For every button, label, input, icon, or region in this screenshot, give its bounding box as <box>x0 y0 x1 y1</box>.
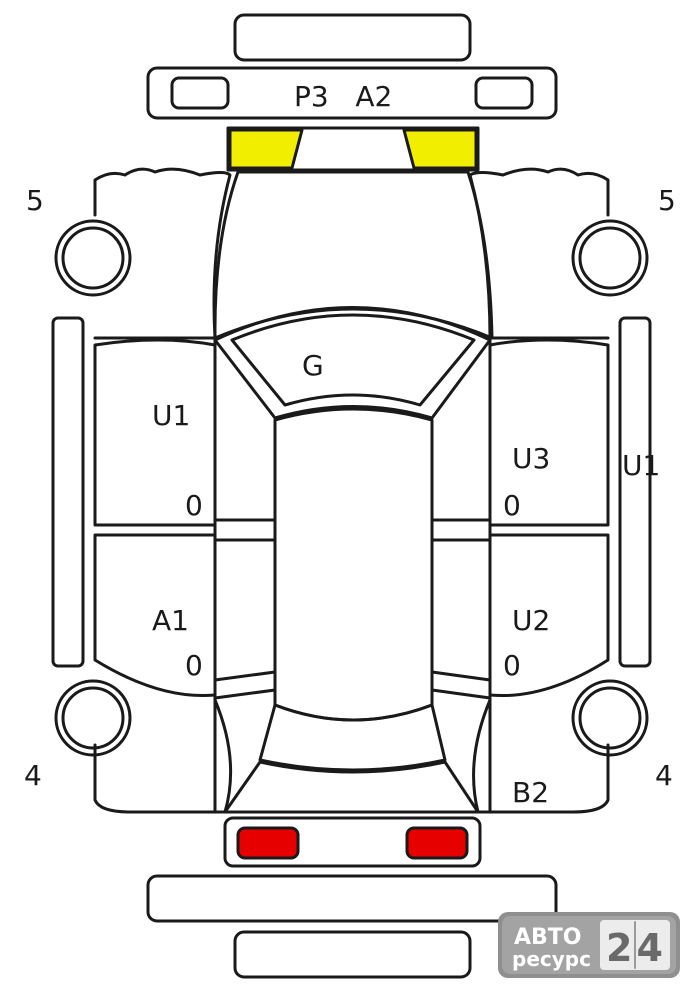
left-sill <box>51 316 85 668</box>
watermark-line1: АВТО <box>514 925 582 950</box>
hood <box>213 170 494 340</box>
front-left-wheel <box>54 219 132 297</box>
front-grille <box>226 126 480 172</box>
front-right-door-count: 0 <box>503 489 521 522</box>
right-sill <box>618 316 652 668</box>
rear-left-wheel-number: 4 <box>24 759 42 792</box>
right-rear-window <box>430 670 492 700</box>
front-license-plate <box>233 13 472 62</box>
headlight-left <box>228 128 304 170</box>
front-left-wheel-number: 5 <box>26 184 44 217</box>
rear-quarter-right-code: B2 <box>512 776 549 809</box>
front-fog-lamp-right <box>474 76 534 110</box>
front-bumper-codes: P3 A2 <box>294 80 392 113</box>
front-left-door-code: U1 <box>152 399 190 432</box>
rear-right-wheel-number: 4 <box>655 759 673 792</box>
rear-right-wheel <box>571 679 649 757</box>
taillight-right <box>405 826 469 860</box>
trunk-lid <box>223 760 480 814</box>
front-fender-left <box>93 167 232 340</box>
rear-quarter-left <box>93 698 233 814</box>
rear-left-door-code: A1 <box>152 604 189 637</box>
hood-code: G <box>302 349 324 382</box>
rear-right-door-count: 0 <box>503 649 521 682</box>
left-rear-window <box>213 670 277 700</box>
rear-window <box>258 703 447 772</box>
windshield-inner <box>230 313 476 407</box>
rear-left-door-count: 0 <box>185 649 203 682</box>
rear-bumper <box>146 874 558 923</box>
left-pillar-b <box>213 518 277 542</box>
front-right-door-code: U3 <box>512 442 550 475</box>
watermark-line2: ресурс <box>512 947 591 971</box>
front-left-door-count: 0 <box>185 489 203 522</box>
right-sill-code: U1 <box>622 449 660 482</box>
rear-right-wheel-rim <box>578 686 642 750</box>
front-fog-lamp-left <box>170 76 230 110</box>
front-bumper <box>146 66 558 120</box>
rear-left-wheel-rim <box>61 686 125 750</box>
front-fender-right <box>468 167 610 340</box>
rear-right-door-code: U2 <box>512 604 550 637</box>
rear-license-plate <box>233 930 472 979</box>
right-pillar-b <box>430 518 492 542</box>
watermark-badge: АВТО ресурс 24 <box>498 912 680 978</box>
front-left-wheel-rim <box>61 226 125 290</box>
front-right-wheel <box>571 219 649 297</box>
headlight-right <box>402 128 478 170</box>
windshield <box>213 306 492 420</box>
roof <box>273 407 434 722</box>
rear-left-wheel <box>54 679 132 757</box>
watermark-digits: 24 <box>606 926 667 970</box>
front-right-wheel-rim <box>578 226 642 290</box>
front-right-wheel-number: 5 <box>658 184 676 217</box>
rear-panel <box>223 816 482 868</box>
taillight-left <box>236 826 300 860</box>
